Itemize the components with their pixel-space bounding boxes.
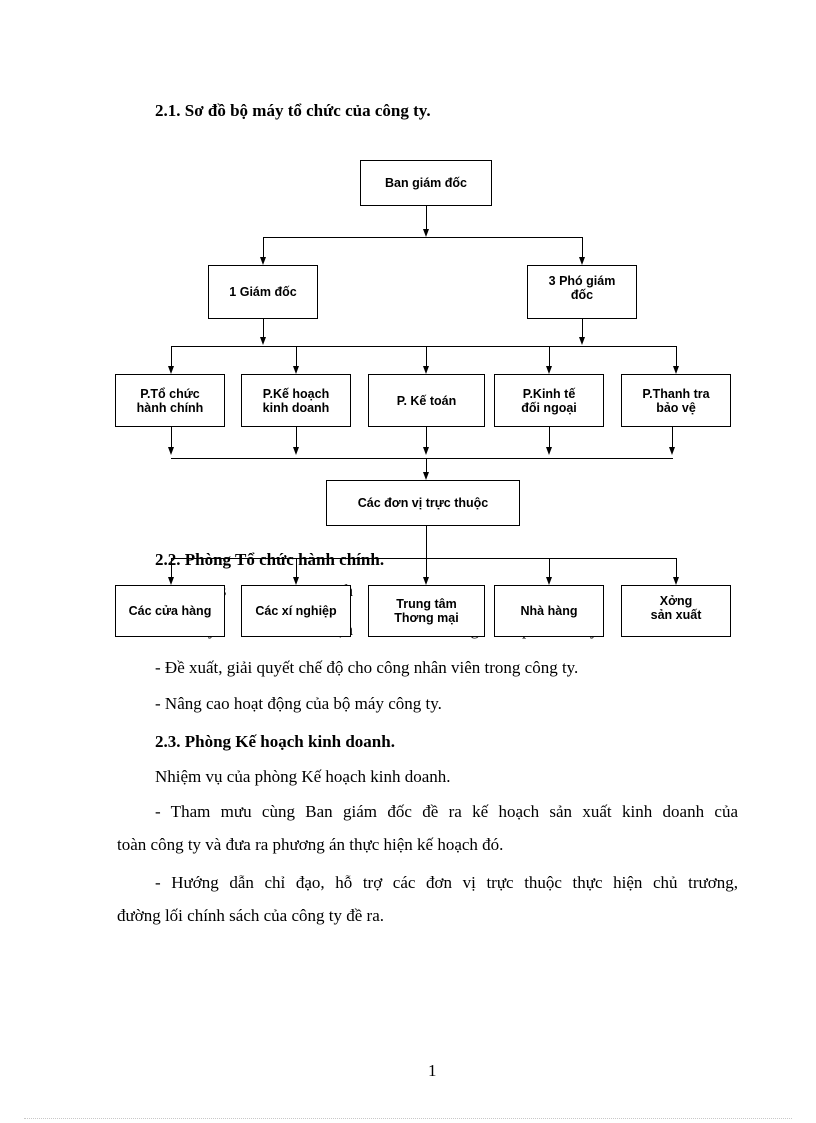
arrow-down-icon	[579, 257, 585, 265]
arrow-down-icon	[423, 229, 429, 237]
connector-line	[549, 346, 550, 366]
box-unit-stores: Các cửa hàng	[115, 585, 225, 637]
arrow-down-icon	[673, 366, 679, 374]
connector-line	[263, 237, 583, 238]
connector-line	[676, 346, 677, 366]
box-dept-admin: P.Tổ chức hành chính	[115, 374, 225, 427]
arrow-down-icon	[546, 577, 552, 585]
box-unit-workshop: Xởng sản xuất	[621, 585, 731, 637]
connector-line	[676, 558, 677, 578]
body-line: toàn công ty và đưa ra phương án thực hi…	[117, 835, 504, 854]
connector-line	[171, 458, 673, 459]
heading-planning-dept: 2.3. Phòng Kế hoạch kinh doanh.	[155, 732, 395, 751]
box-unit-restaurant: Nhà hàng	[494, 585, 604, 637]
arrow-down-icon	[673, 577, 679, 585]
box-dept-accounting: P. Kế toán	[368, 374, 485, 427]
arrow-down-icon	[293, 366, 299, 374]
arrow-down-icon	[546, 447, 552, 455]
arrow-down-icon	[579, 337, 585, 345]
connector-line	[426, 346, 427, 366]
box-dept-foreign-trade: P.Kinh tế đối ngoại	[494, 374, 604, 427]
connector-line	[672, 427, 673, 449]
body-line: - Hướng dẫn chỉ đạo, hỗ trợ các đơn vị t…	[155, 873, 738, 892]
arrow-down-icon	[168, 366, 174, 374]
connector-line	[171, 558, 172, 578]
body-line: - Nâng cao hoạt động của bộ máy công ty.	[155, 694, 442, 713]
arrow-down-icon	[168, 447, 174, 455]
box-deputy-directors: 3 Phó giám đốc	[527, 265, 637, 319]
box-board-of-directors: Ban giám đốc	[360, 160, 492, 206]
connector-line	[426, 206, 427, 230]
connector-line	[296, 346, 297, 366]
connector-line	[426, 526, 427, 578]
connector-line	[263, 237, 264, 257]
arrow-down-icon	[669, 447, 675, 455]
connector-line	[171, 427, 172, 449]
connector-line	[549, 427, 550, 449]
box-dept-inspection: P.Thanh tra bảo vệ	[621, 374, 731, 427]
heading-admin-dept: 2.2. Phòng Tổ chức hành chính.	[155, 550, 385, 569]
arrow-down-icon	[293, 447, 299, 455]
body-line: Nhiệm vụ của phòng Kế hoạch kinh doanh.	[155, 767, 451, 786]
arrow-down-icon	[423, 577, 429, 585]
footer-divider	[24, 1118, 792, 1119]
connector-line	[582, 237, 583, 257]
box-director: 1 Giám đốc	[208, 265, 318, 319]
arrow-down-icon	[546, 366, 552, 374]
connector-line	[426, 427, 427, 449]
arrow-down-icon	[260, 337, 266, 345]
body-line: đường lối chính sách của công ty đề ra.	[117, 906, 384, 925]
arrow-down-icon	[168, 577, 174, 585]
arrow-down-icon	[260, 257, 266, 265]
box-affiliated-units: Các đơn vị trực thuộc	[326, 480, 520, 526]
body-line: - Tham mưu cùng Ban giám đốc đề ra kế ho…	[155, 802, 738, 821]
connector-line	[549, 558, 550, 578]
arrow-down-icon	[423, 366, 429, 374]
box-unit-enterprises: Các xí nghiệp	[241, 585, 351, 637]
connector-line	[171, 346, 172, 366]
box-dept-planning: P.Kế hoạch kinh doanh	[241, 374, 351, 427]
arrow-down-icon	[293, 577, 299, 585]
connector-line	[171, 558, 677, 559]
arrow-down-icon	[423, 472, 429, 480]
box-unit-trade-center: Trung tâm Thơng mại	[368, 585, 485, 637]
page-number: 1	[428, 1061, 437, 1080]
connector-line	[582, 319, 583, 339]
heading-org-chart: 2.1. Sơ đồ bộ máy tổ chức của công ty.	[155, 101, 431, 120]
arrow-down-icon	[423, 447, 429, 455]
connector-line	[263, 319, 264, 339]
body-line: - Đề xuất, giải quyết chế độ cho công nh…	[155, 658, 579, 677]
connector-line	[171, 346, 677, 347]
connector-line	[296, 558, 297, 578]
connector-line	[296, 427, 297, 449]
connector-line	[426, 458, 427, 472]
